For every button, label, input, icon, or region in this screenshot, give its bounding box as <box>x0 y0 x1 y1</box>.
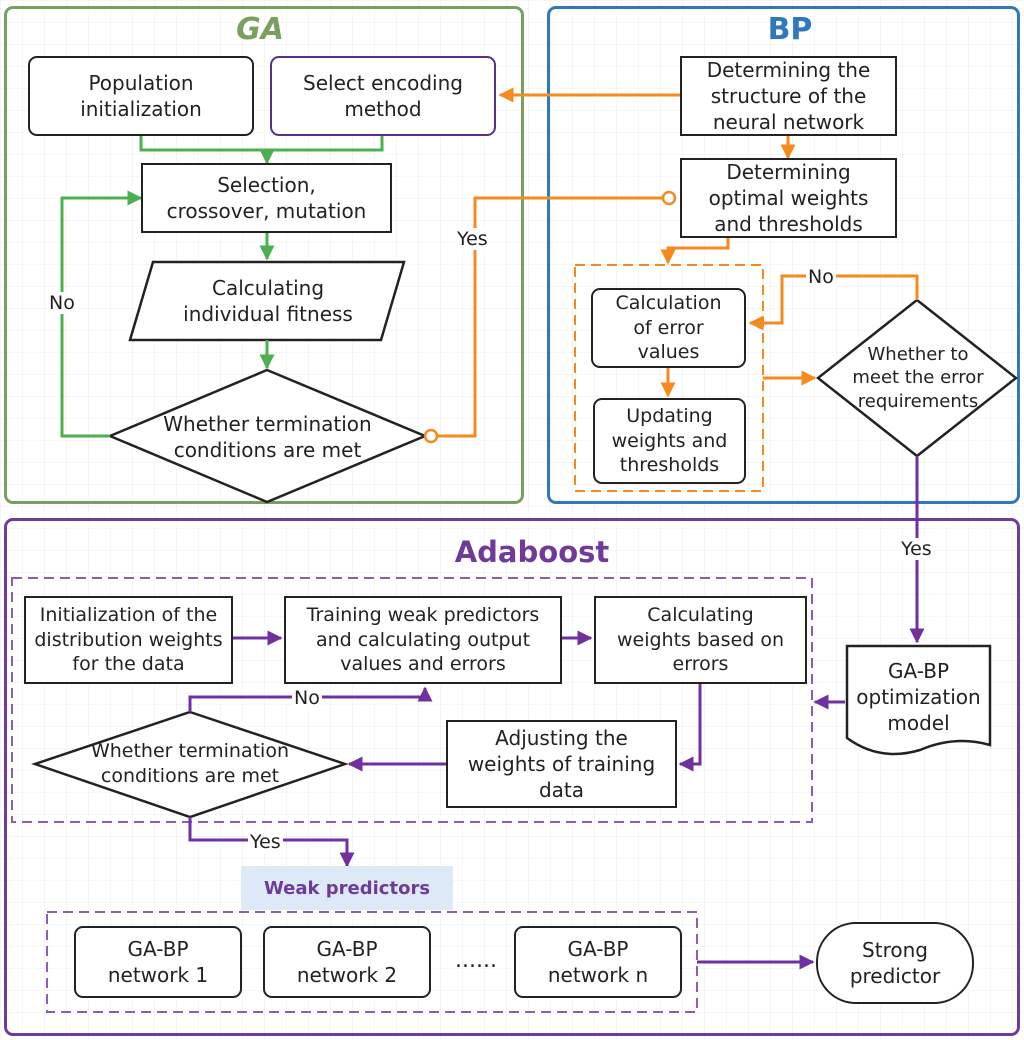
ga-termination-label: Whether termination conditions are met <box>163 412 372 462</box>
fitness-parallelogram <box>128 260 406 342</box>
select-encoding-method-box: Select encoding method <box>270 56 496 136</box>
gabp-network-2-box: GA-BP network 2 <box>263 926 431 998</box>
ga-termination-diamond <box>106 368 429 504</box>
adaboost-no-label: No <box>292 687 322 709</box>
bp-yes-label: Yes <box>899 538 934 560</box>
ga-title: GA <box>236 12 284 47</box>
weak-predictors-dashed-group <box>46 911 698 1013</box>
adaboost-yes-label: Yes <box>248 831 283 853</box>
ellipsis-dots: ...... <box>455 948 497 973</box>
selection-crossover-mutation-box: Selection, crossover, mutation <box>141 163 392 233</box>
adjusting-weights-box: Adjusting the weights of training data <box>446 720 677 808</box>
gabp-network-1-box: GA-BP network 1 <box>74 926 242 998</box>
adaboost-title: Adaboost <box>454 535 610 569</box>
ga-panel <box>4 6 524 504</box>
error-requirements-label: Whether to meet the error requirements <box>852 343 984 412</box>
strong-predictor-box: Strong predictor <box>816 922 974 1004</box>
calculation-error-values-box: Calculation of error values <box>591 288 746 368</box>
gabp-network-n-box: GA-BP network n <box>514 926 682 998</box>
determining-structure-box: Determining the structure of the neural … <box>680 56 897 136</box>
gabp-document-shape <box>845 644 992 756</box>
bp-panel <box>547 6 1020 504</box>
calculating-fitness-label: Calculating individual fitness <box>183 276 353 326</box>
calculating-weights-box: Calculating weights based on errors <box>594 596 807 684</box>
updating-weights-box: Updating weights and thresholds <box>593 398 746 484</box>
bp-title: BP <box>767 12 813 47</box>
determining-optimal-weights-box: Determining optimal weights and threshol… <box>680 158 897 238</box>
bp-no-label: No <box>806 266 836 288</box>
weak-predictors-label: Weak predictors <box>241 866 453 910</box>
adaboost-termination-label: Whether termination conditions are met <box>90 740 290 787</box>
adaboost-panel <box>4 518 1020 1036</box>
ga-yes-label: Yes <box>455 228 490 250</box>
ga-no-label: No <box>47 292 77 314</box>
training-weak-predictors-box: Training weak predictors and calculating… <box>284 596 562 684</box>
gabp-optimization-model-label: GA-BP optimization model <box>856 659 981 735</box>
adaboost-dashed-group <box>11 577 813 823</box>
population-initialization-box: Population initialization <box>28 56 254 136</box>
initialization-distribution-weights-box: Initialization of the distribution weigh… <box>24 596 233 684</box>
